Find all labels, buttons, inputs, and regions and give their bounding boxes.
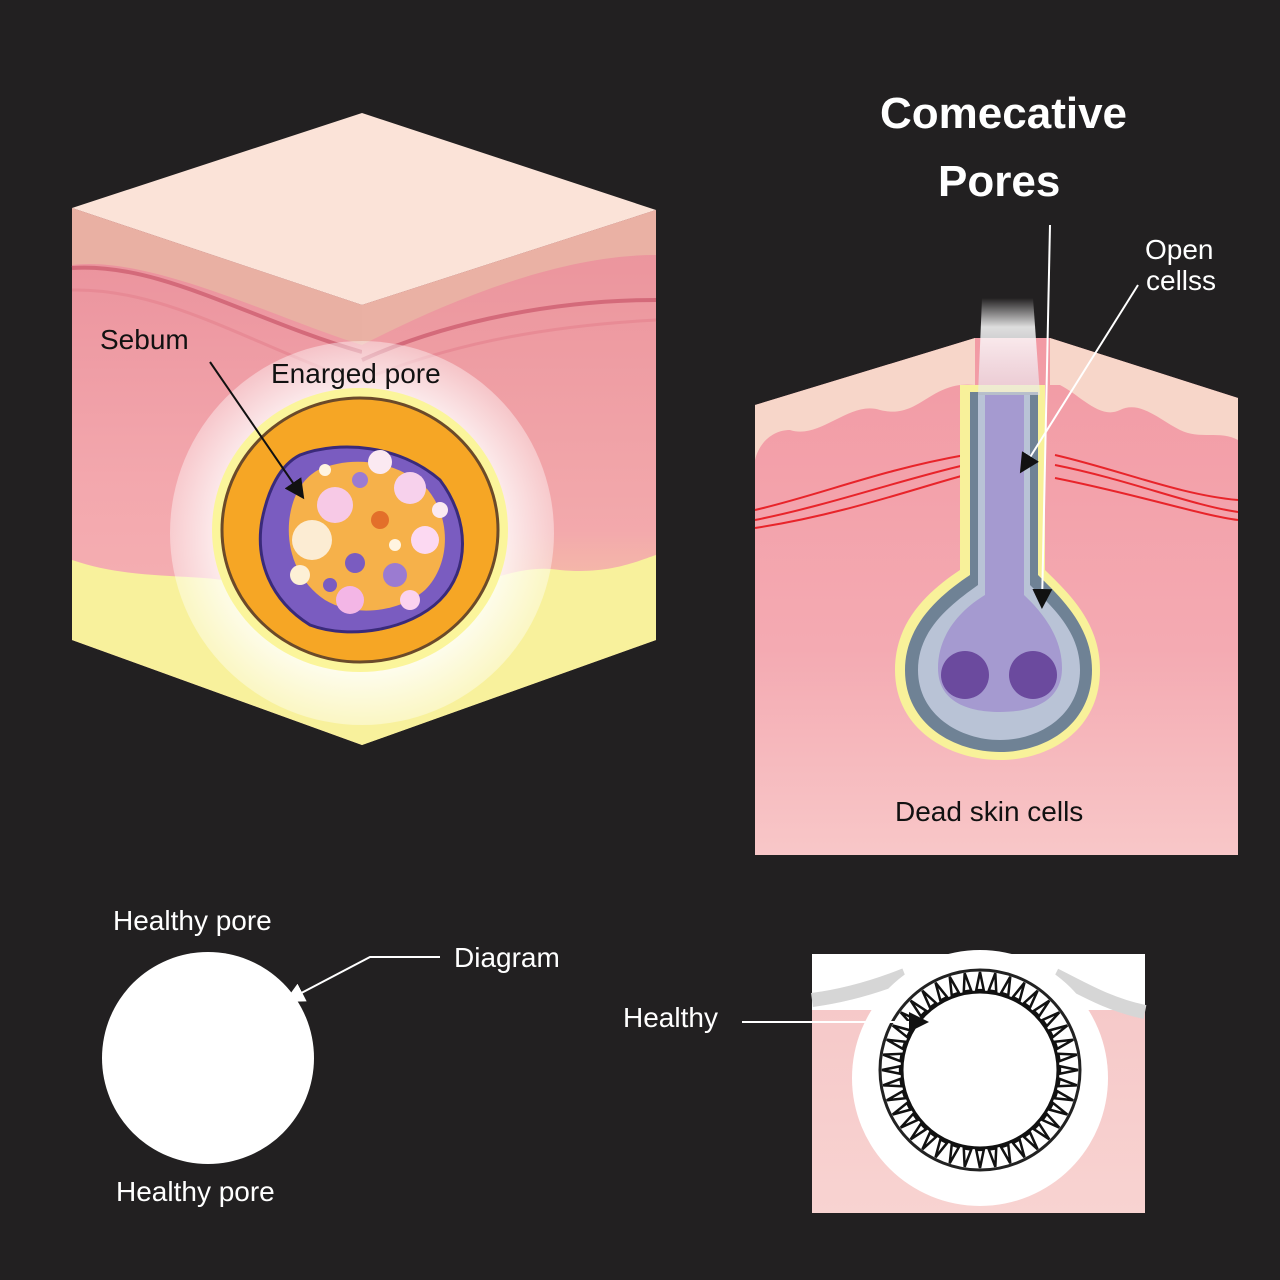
pore-edge-spike — [881, 1064, 902, 1076]
pore-edge-spike — [882, 1077, 904, 1088]
title-pointer-arrow — [1032, 224, 1053, 609]
pore-edge-spike — [974, 971, 986, 992]
pore-edge-spike — [886, 1089, 907, 1102]
pore-edge-spike — [882, 1052, 904, 1063]
pore-edge-spike — [921, 989, 939, 1010]
open-cells-label-line-2: cellss — [1146, 265, 1217, 296]
sebum-pointer-arrow — [209, 361, 305, 500]
clogged-pore-cross-section — [754, 224, 1239, 855]
pore-edge-spike — [1031, 999, 1051, 1019]
healthy-pore-label-top: Healthy pore — [113, 905, 272, 936]
pore-edge-spike — [987, 972, 998, 994]
pore-edge-spike — [1040, 1111, 1061, 1129]
open-cells-pointer-arrow — [1019, 284, 1139, 474]
sebum-label: Sebum — [100, 324, 189, 355]
capillaries — [754, 454, 1239, 529]
pore-edge-spike — [999, 976, 1012, 997]
pore-edge-spike — [999, 1143, 1012, 1164]
dead-cell-1 — [941, 651, 989, 699]
pore-edge-spike — [1031, 1121, 1051, 1141]
healthy-pore-label-bottom: Healthy pore — [116, 1176, 275, 1207]
pore-plug — [938, 395, 1062, 712]
enlarged-pore — [212, 388, 508, 672]
pore-edge-spike — [1021, 1130, 1039, 1151]
cube-top-face — [72, 113, 656, 305]
pore-edge-spike — [886, 1038, 907, 1051]
healthy-pore-circle — [102, 952, 314, 1164]
title-line-2: Pores — [938, 157, 1061, 206]
skin-cube-illustration — [71, 113, 657, 745]
pore-edge-spike — [909, 1121, 929, 1141]
pore-edge-spike — [934, 1137, 950, 1159]
pore-edge-spike — [934, 981, 950, 1003]
cube-left-epidermis — [72, 208, 362, 345]
pore-edge-spike — [948, 1143, 961, 1164]
pore-edge-spike — [962, 1146, 973, 1168]
diagram-pointer-arrow — [284, 956, 440, 1002]
diagram-label: Diagram — [454, 942, 560, 973]
pore-edge-spike — [891, 1024, 913, 1040]
pore-edge-spike — [1053, 1089, 1074, 1102]
enlarged-pore-label: Enarged pore — [271, 358, 441, 389]
pore-edge-spike — [1053, 1038, 1074, 1051]
dead-cell-2 — [1009, 651, 1057, 699]
pore-edge-spike — [1021, 989, 1039, 1010]
pore-edge-spike — [974, 1148, 986, 1169]
pore-edge-spike — [921, 1130, 939, 1151]
healthy-label: Healthy — [623, 1002, 718, 1033]
pore-edge-spike — [1010, 981, 1026, 1003]
pore-edge-spike — [1040, 1011, 1061, 1029]
sebum-cells — [290, 450, 448, 614]
healthy-pore-detail — [742, 950, 1147, 1213]
pore-edge-spike — [891, 1100, 913, 1116]
healthy-pore-illustration — [102, 952, 440, 1164]
pore-edge-spike — [1047, 1100, 1069, 1116]
open-cells-label-line-1: Open — [1145, 234, 1214, 265]
pore-edge-spike — [1010, 1137, 1026, 1159]
pore-edge-spike — [1047, 1024, 1069, 1040]
pore-edge-spike — [948, 976, 961, 997]
pore-edge-spike — [987, 1146, 998, 1168]
pore-edge-spike — [1056, 1077, 1078, 1088]
pore-edge-spike — [1058, 1064, 1079, 1076]
dead-skin-cells-label: Dead skin cells — [895, 796, 1084, 827]
title-line-1: Comecative — [880, 89, 1128, 138]
pore-edge-spike — [899, 1111, 920, 1129]
pore-edge-spike — [1056, 1052, 1078, 1063]
light-beam — [978, 298, 1040, 395]
pore-edge-spike — [962, 972, 973, 994]
